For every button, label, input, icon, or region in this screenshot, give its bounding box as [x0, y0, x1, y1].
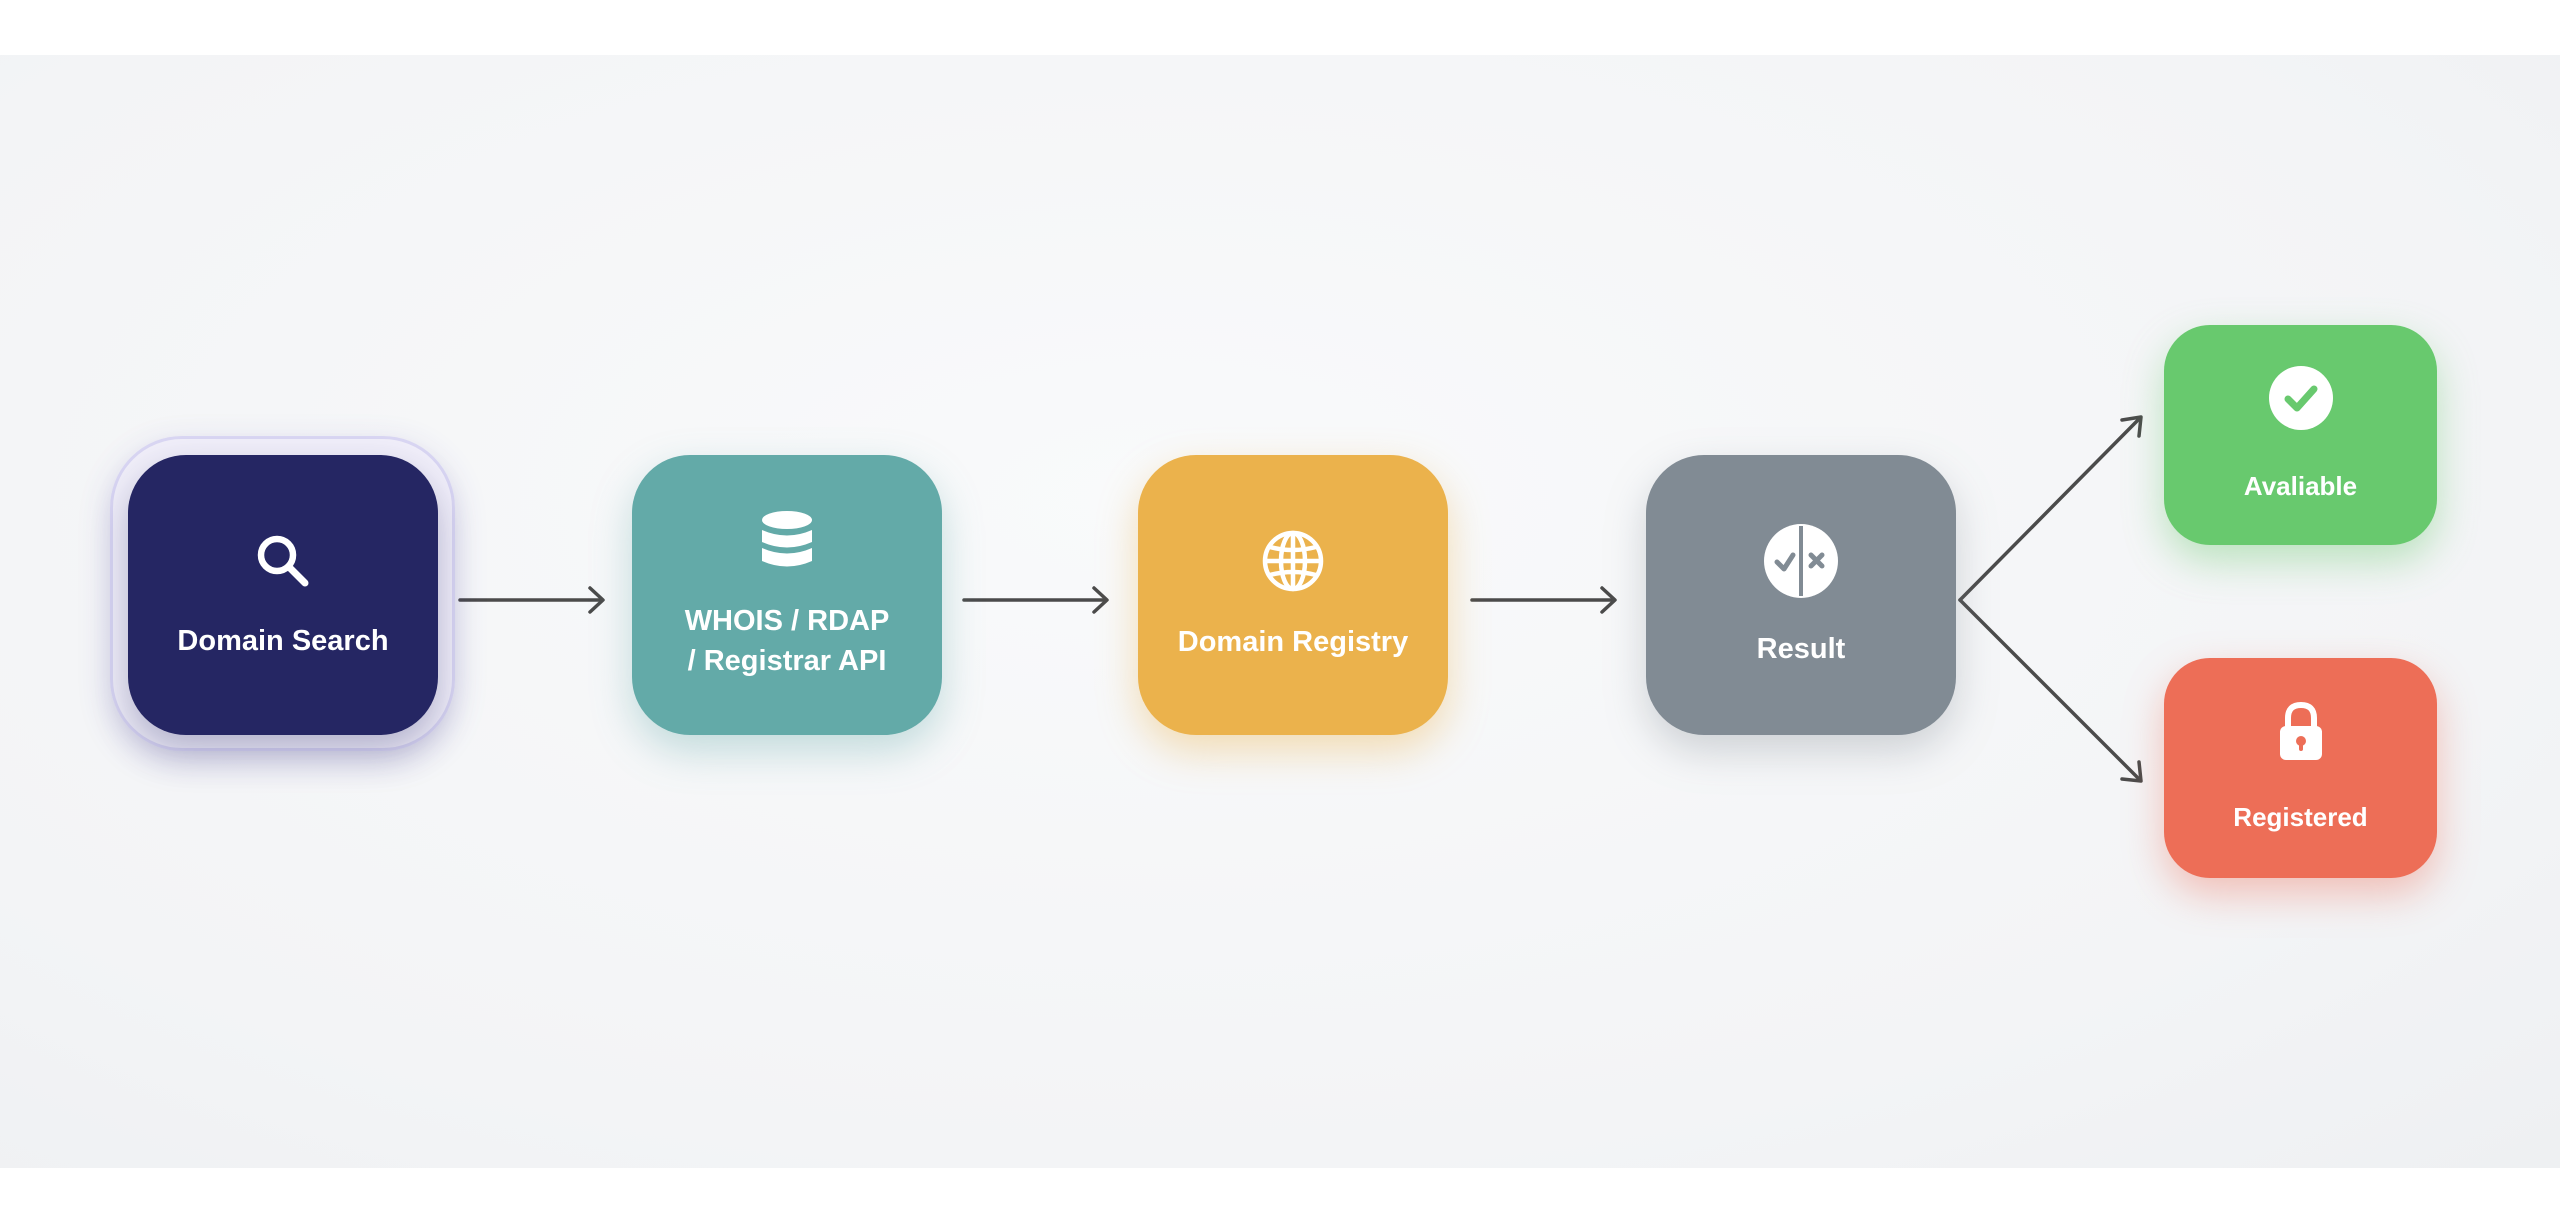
registered-node[interactable]: Registered: [2164, 658, 2437, 878]
globe-icon: [1261, 529, 1325, 598]
arrow-result-to-available: [1958, 415, 2143, 602]
domain-search-node[interactable]: Domain Search: [128, 455, 438, 735]
whois-rdap-registrar-api-node[interactable]: WHOIS / RDAP / Registrar API: [632, 455, 942, 735]
check-cross-icon: [1762, 522, 1840, 605]
domain-registry-label: Domain Registry: [1177, 625, 1409, 658]
arrow-whois-to-registry: [962, 586, 1109, 614]
database-icon: [760, 510, 814, 577]
result-label: Result: [1756, 632, 1846, 665]
available-node[interactable]: Avaliable: [2164, 325, 2437, 545]
arrow-result-to-registered: [1958, 598, 2143, 783]
registered-label: Registered: [2233, 801, 2368, 832]
search-icon: [252, 530, 314, 597]
check-circle-icon: [2268, 365, 2334, 436]
result-node[interactable]: Result: [1646, 455, 1956, 735]
lock-icon: [2277, 700, 2325, 767]
whois-rdap-registrar-api-label: WHOIS / RDAP / Registrar API: [684, 604, 890, 677]
domain-search-label: Domain Search: [177, 624, 389, 657]
available-label: Avaliable: [2243, 470, 2358, 501]
domain-registry-node[interactable]: Domain Registry: [1138, 455, 1448, 735]
arrow-search-to-whois: [458, 586, 605, 614]
arrow-registry-to-result: [1470, 586, 1617, 614]
